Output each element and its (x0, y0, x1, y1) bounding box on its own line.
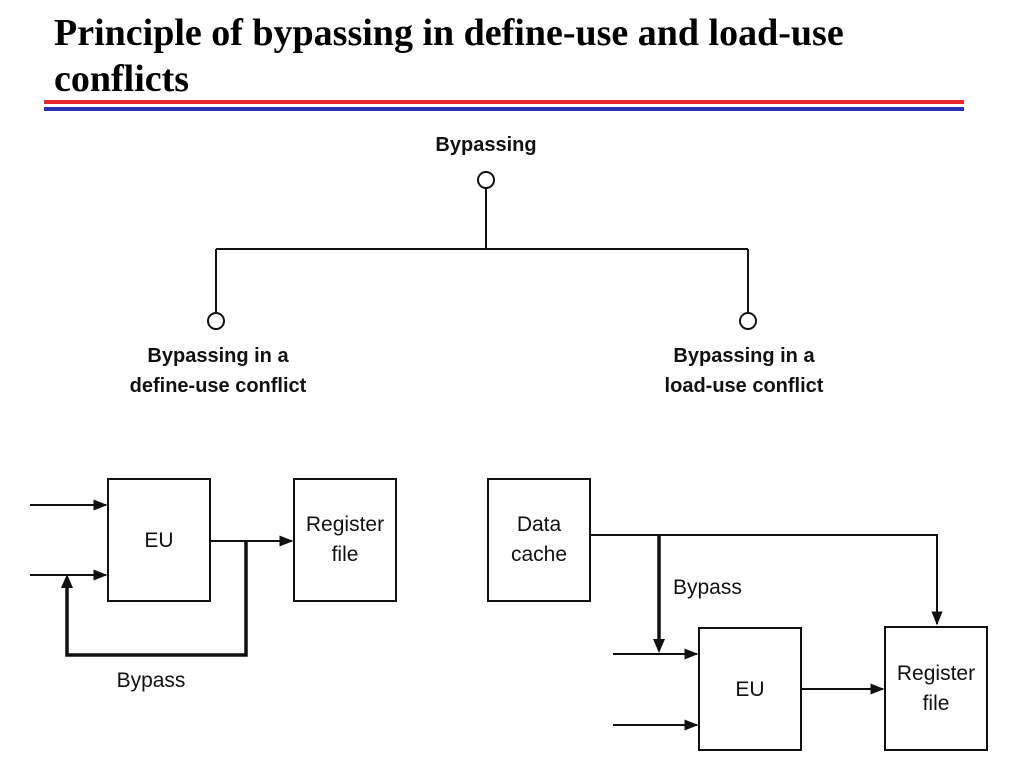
slide-title: Principle of bypassing in define-use and… (54, 12, 844, 100)
load-use-register-file-label-line2: file (923, 692, 950, 715)
define-use-bypass-path (65, 541, 248, 657)
tree-right-node (739, 312, 757, 330)
define-use-branch-label-line1: Bypassing in a (147, 345, 289, 367)
define-use-diagram: EU Register file Bypass (30, 478, 397, 692)
define-use-register-file-box (293, 478, 397, 602)
data-cache-box (487, 478, 591, 602)
data-cache-label-line1: Data (517, 513, 562, 536)
load-use-diagram: Data cache Bypass EU Register file (487, 478, 988, 751)
title-underline-blue (44, 107, 964, 111)
load-use-register-file-box (884, 626, 988, 751)
define-use-bypass-arrowhead (61, 574, 73, 588)
data-cache-to-register-file-arrow (590, 534, 943, 626)
define-use-branch-label-line2: define-use conflict (130, 375, 307, 397)
load-use-eu-box (698, 627, 802, 751)
classification-tree: Bypassing Bypassing in a define-use conf… (130, 134, 824, 397)
tree-root-node (477, 171, 495, 189)
load-use-branch-label-line2: load-use conflict (665, 375, 824, 397)
define-use-bypass-label: Bypass (117, 669, 186, 692)
load-use-branch-label-line1: Bypassing in a (673, 345, 815, 367)
define-use-register-file-label-line2: file (332, 543, 359, 566)
define-use-eu-label: EU (144, 529, 173, 552)
load-use-register-file-label-line1: Register (897, 662, 975, 685)
load-use-bypass-label: Bypass (673, 576, 742, 599)
load-use-bypass-arrowhead (653, 639, 665, 653)
title-underline-red (44, 100, 964, 104)
load-use-eu-label: EU (735, 678, 764, 701)
data-cache-label-line2: cache (511, 543, 567, 566)
tree-root-label: Bypassing (435, 134, 536, 156)
tree-left-node (207, 312, 225, 330)
define-use-eu-box (107, 478, 211, 602)
define-use-register-file-label-line1: Register (306, 513, 384, 536)
